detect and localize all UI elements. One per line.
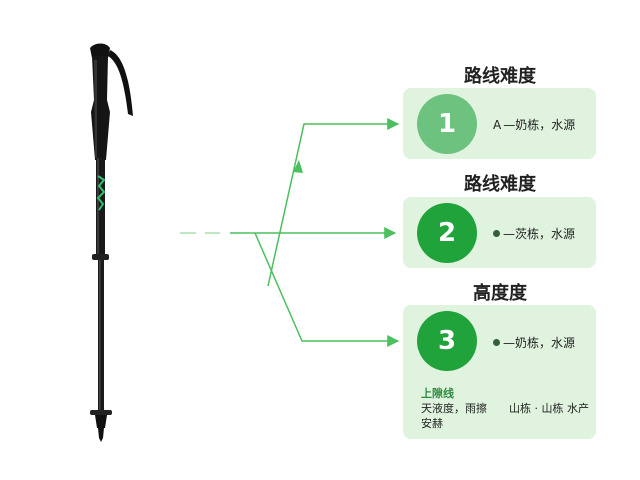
difficulty-card-2: 2 —茨栋，水源 [403,197,596,268]
difficulty-card-3: 3 —奶栋，水源 上隙线 天液度，雨擦 山栋 · 山栋 水产安赫 [403,305,596,439]
number-badge-2: 2 [417,203,477,263]
number-badge-1: 1 [417,94,477,154]
section-2-title: 路线难度 [464,174,536,195]
card-3-description: —奶栋，水源 [493,334,575,351]
card-1-description: A —奶栋，水源 [493,116,575,133]
card-2-text: —茨栋，水源 [503,227,576,241]
card-1-text: —奶栋，水源 [503,118,576,132]
bullet-dot-icon [493,339,500,346]
connector-to-card-3 [254,232,400,347]
card-2-description: —茨栋，水源 [493,225,575,242]
difficulty-card-1: 1 A —奶栋，水源 [403,88,596,159]
number-badge-3: 3 [417,311,477,371]
card-1-bullet: A [493,117,502,132]
section-3-title: 高度度 [473,283,527,304]
section-1-title: 路线难度 [464,66,536,87]
connector-to-card-1 [267,118,400,287]
card-3-note-text: 天液度，雨擦 山栋 · 山栋 水产安赫 [421,402,589,430]
bullet-dot-icon [493,230,500,237]
card-3-note-title: 上隙线 [421,387,454,400]
card-3-text: —奶栋，水源 [503,336,576,350]
